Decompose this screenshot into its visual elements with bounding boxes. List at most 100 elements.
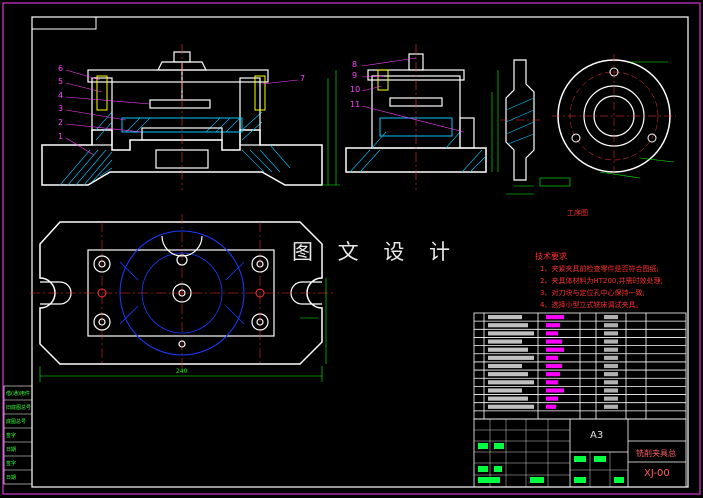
- hatch-right: [241, 111, 291, 173]
- front-view: [41, 44, 340, 190]
- leaders-left: [65, 69, 299, 156]
- workpiece-hatch: [125, 117, 241, 133]
- cutter-setting-block: [459, 117, 475, 149]
- part-number-1: 1: [58, 132, 64, 141]
- parts-list-code-bar: [488, 331, 534, 336]
- parts-list-name-bar: [546, 315, 564, 320]
- part-number-10: 10: [350, 85, 361, 94]
- side-bolt: [377, 69, 389, 91]
- margin-label-4: 签字: [6, 433, 17, 439]
- parts-list-material-bar: [604, 339, 618, 344]
- profile-hatch: [505, 97, 535, 145]
- hatch-left: [59, 111, 113, 186]
- parts-list-name-bar: [546, 404, 556, 409]
- leaders-mid: [361, 57, 465, 133]
- parts-list-name-bar: [546, 363, 562, 369]
- inner-frame: [31, 16, 689, 488]
- parts-list-material-bar: [604, 396, 618, 401]
- parts-list-code-bar: [488, 380, 534, 385]
- plan-slots: [119, 261, 245, 325]
- parts-list-code-bar: [488, 355, 534, 360]
- part-number-5: 5: [58, 77, 64, 86]
- front-dims: [322, 70, 340, 186]
- drawing-number: XJ-00: [644, 468, 670, 479]
- drawing-name: 铣削夹具总: [636, 449, 676, 458]
- disc-hole-3: [571, 133, 581, 143]
- margin-label-5: 日期: [6, 447, 17, 453]
- parts-list-name-bar: [546, 396, 558, 401]
- disc-hole-2: [647, 133, 657, 143]
- parts-list-name-bar: [546, 372, 560, 377]
- parts-list-name-bar: [546, 388, 564, 393]
- parts-list-name-bar: [546, 323, 560, 328]
- side-view: [345, 44, 499, 190]
- parts-list-material-bar: [604, 347, 618, 352]
- right-column: [239, 77, 261, 146]
- margin-label-1: 借(通)用件: [6, 391, 30, 397]
- top-boss: [157, 61, 207, 71]
- side-hatch: [349, 131, 487, 173]
- workpiece-caption: 工序图: [567, 209, 588, 217]
- left-bolt: [96, 75, 108, 111]
- parts-list-material-bar: [604, 363, 618, 369]
- parts-list-code-bar: [488, 363, 522, 369]
- side-dims: [491, 70, 499, 172]
- parts-list-material-bar: [604, 355, 618, 360]
- tech-requirement-4: 4、选择小型立式铣床调试夹具。: [540, 301, 643, 309]
- parts-list-name-bar: [546, 339, 562, 344]
- profile-outline: [505, 59, 535, 181]
- parts-list-material-bar: [604, 380, 618, 385]
- parts-list-name-bar: [546, 380, 558, 385]
- parts-list-name-bar: [546, 355, 558, 360]
- disc-dims: [599, 61, 675, 179]
- part-number-9: 9: [352, 71, 358, 80]
- parts-list-bars: [488, 315, 618, 409]
- part-number-7: 7: [300, 74, 306, 83]
- plan-centerlines: [30, 214, 336, 372]
- workpiece-profile: [500, 59, 571, 195]
- right-bolt: [254, 75, 266, 111]
- parts-list-code-bar: [488, 323, 528, 328]
- paper-size: A3: [590, 430, 604, 441]
- plan-dims: [39, 278, 327, 382]
- top-plate: [87, 69, 269, 83]
- parts-list-code-bar: [488, 347, 528, 352]
- profile-dims: [506, 177, 571, 195]
- parts-list-material-bar: [604, 323, 618, 328]
- margin-stamp: [3, 385, 33, 485]
- tech-requirement-3: 3、对刀块与定位孔中心保持一致;: [540, 289, 645, 297]
- left-column: [91, 77, 113, 146]
- part-number-8: 8: [352, 60, 358, 69]
- part-number-11: 11: [350, 100, 361, 109]
- watermark-text: 图 文 设 计: [292, 240, 460, 264]
- parts-list-material-bar: [604, 315, 618, 320]
- parts-list-material-bar: [604, 404, 618, 409]
- parts-list-material-bar: [604, 388, 618, 393]
- parts-list-material-bar: [604, 372, 618, 377]
- workpiece-disc: [552, 54, 676, 179]
- parts-list-code-bar: [488, 339, 522, 344]
- frame-corner-tab: [31, 16, 97, 30]
- part-number-3: 3: [58, 104, 64, 113]
- margin-label-2: 旧底图总号: [6, 405, 32, 411]
- parts-list-name-bar: [546, 331, 558, 336]
- margin-label-3: 底图总号: [6, 419, 27, 425]
- parts-list-code-bar: [488, 404, 534, 409]
- margin-label-6: 签字: [6, 461, 17, 467]
- parts-list-material-bar: [604, 331, 618, 336]
- plan-view: [30, 214, 336, 382]
- part-number-2: 2: [58, 118, 64, 127]
- locating-pin: [155, 149, 209, 169]
- margin-label-7: 日期: [6, 475, 17, 481]
- part-number-6: 6: [58, 64, 64, 73]
- tech-requirement-1: 1、夹紧夹具前检查零件是否符合图纸;: [540, 265, 659, 273]
- parts-list-code-bar: [488, 388, 522, 393]
- parts-list-name-bar: [546, 347, 564, 352]
- parts-list-code-bar: [488, 315, 522, 320]
- parts-list-code-bar: [488, 396, 528, 401]
- part-number-4: 4: [58, 91, 64, 100]
- tech-requirement-2: 2、夹具体材料为HT200,并需时效处理;: [540, 277, 663, 285]
- title-block: [473, 418, 687, 488]
